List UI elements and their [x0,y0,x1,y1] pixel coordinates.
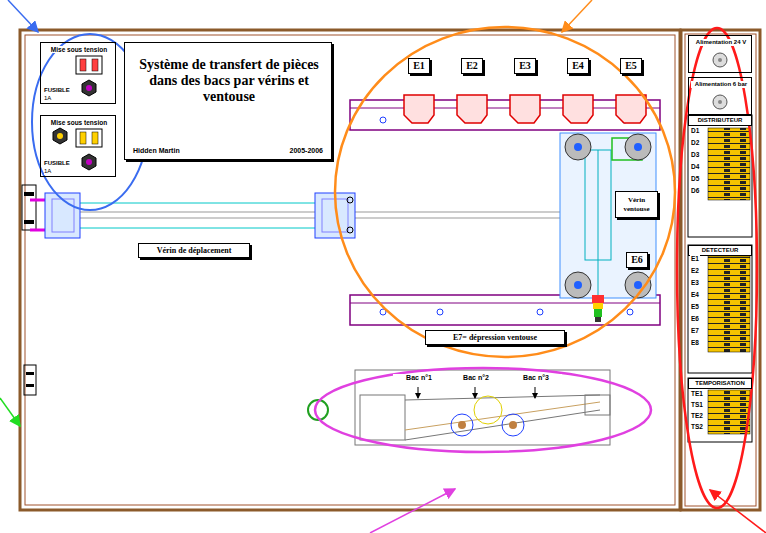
terminal-label: E6 [690,315,700,322]
node-text: TEMPORISATION [695,380,745,387]
node-text: 1A [44,95,80,102]
sensor-tag: E6 [626,252,648,268]
terminal-label: D4 [690,163,700,170]
node-text: Hidden Martin [133,147,233,155]
sensor-tag: E3 [514,58,536,74]
terminal-label: E4 [690,291,700,298]
terminal-label: D3 [690,151,700,158]
cylinder-label: Vérin ventouse [615,191,658,218]
terminal-label: E5 [690,303,700,310]
terminal-label: TE1 [690,390,704,397]
terminal-label: D5 [690,175,700,182]
node-text: Vérin ventouse [616,196,657,212]
node-text: Bac n°2 [450,374,502,382]
node-text: Mise sous tension [43,119,115,126]
switch-panel: Mise sous tensionFUSIBLE1A [40,115,116,177]
terminal-label: E2 [690,267,700,274]
node-text: Bac n°1 [393,374,445,382]
sensor-tag: E1 [408,58,430,74]
node-text: Vérin de déplacement [157,246,232,255]
node-text: DETECTEUR [702,247,739,254]
terminal-label: E8 [690,339,700,346]
terminal-label: E7 [690,327,700,334]
terminal-label: TE2 [690,412,704,419]
node-text: E3 [519,60,531,72]
sensor-tag: E2 [461,58,483,74]
node-text: E1 [413,60,425,72]
node-text: 1A [44,168,80,175]
sensor-label: E7= dépression ventouse [425,330,565,345]
node-text: E6 [631,254,643,266]
sensor-tag: E5 [620,58,642,74]
terminal-label: D2 [690,139,700,146]
node-text: E5 [625,60,637,72]
node-text: Mise sous tension [43,46,115,53]
terminal-label: D6 [690,187,700,194]
node-text: Alimentation 24 V [691,39,751,46]
terminal-label: D1 [690,127,700,134]
node-text: Alimentation 6 bar [691,81,751,88]
switch-panel: Mise sous tensionFUSIBLE1A [40,42,116,104]
terminal-label: E3 [690,279,700,286]
sensor-tag: E4 [567,58,589,74]
node-text: 2005-2006 [243,147,323,155]
node-text: Système de transfert de pièces dans des … [133,57,325,105]
node-text: Bac n°3 [510,374,562,382]
section-heading: TEMPORISATION [688,378,752,389]
supply-box: Alimentation 6 bar [688,77,752,115]
terminal-label: E1 [690,255,700,262]
node-text: E2 [466,60,478,72]
node-text: E4 [572,60,584,72]
cylinder-label: Vérin de déplacement [138,243,250,258]
supply-box: Alimentation 24 V [688,35,752,73]
node-text: FUSIBLE [44,87,80,94]
node-text: E7= dépression ventouse [453,333,537,342]
node-text: FUSIBLE [44,160,80,167]
node-text: DISTRIBUTEUR [698,117,743,124]
terminal-label: TS2 [690,423,704,430]
bin-assembly: Bac n°1 Bac n°2 Bac n°3 [355,370,610,445]
section-heading: DISTRIBUTEUR [688,115,752,126]
title-box: Système de transfert de pièces dans des … [124,42,332,160]
terminal-label: TS1 [690,401,704,408]
